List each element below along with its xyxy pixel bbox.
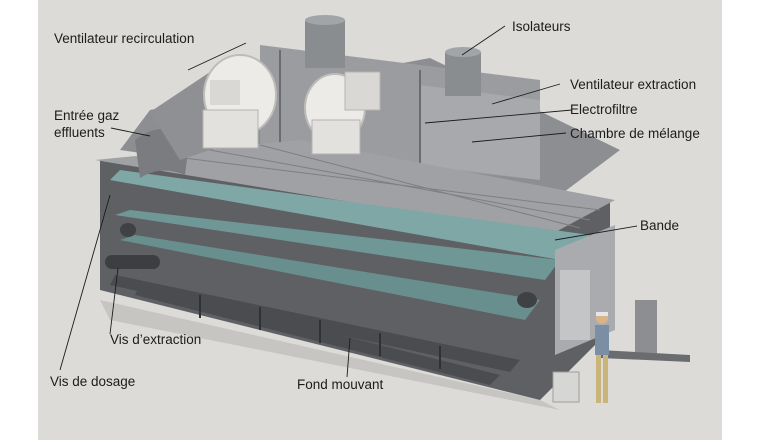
person-figure bbox=[595, 312, 609, 403]
label-ventilateur-extraction: Ventilateur extraction bbox=[570, 77, 697, 92]
label-electrofiltre: Electrofiltre bbox=[570, 102, 638, 117]
label-vis-extraction: Vis d’extraction bbox=[110, 332, 202, 347]
label-entree-gaz-line2: effluents bbox=[54, 125, 105, 140]
dosing-screw bbox=[105, 255, 160, 269]
electrofilter-box bbox=[420, 85, 540, 180]
label-fond-mouvant: Fond mouvant bbox=[297, 377, 384, 392]
label-chambre-melange: Chambre de mélange bbox=[570, 126, 700, 141]
label-bande: Bande bbox=[640, 218, 680, 233]
belt-roller bbox=[517, 292, 537, 308]
floor-shadow bbox=[100, 300, 560, 410]
label-vis-dosage: Vis de dosage bbox=[50, 374, 136, 389]
top-deck bbox=[95, 140, 615, 235]
belt-middle bbox=[115, 210, 560, 280]
label-isolateurs: Isolateurs bbox=[512, 19, 571, 34]
isolator-left bbox=[305, 20, 345, 68]
label-entree-gaz-line1: Entrée gaz bbox=[54, 108, 120, 123]
leader-lines bbox=[59, 25, 638, 378]
moving-floor bbox=[110, 275, 520, 385]
belt-upper bbox=[110, 170, 590, 260]
label-ventilateur-recirculation: Ventilateur recirculation bbox=[54, 31, 195, 46]
isolator-right bbox=[445, 52, 481, 96]
control-box bbox=[552, 371, 580, 403]
belt-lower bbox=[120, 235, 540, 320]
